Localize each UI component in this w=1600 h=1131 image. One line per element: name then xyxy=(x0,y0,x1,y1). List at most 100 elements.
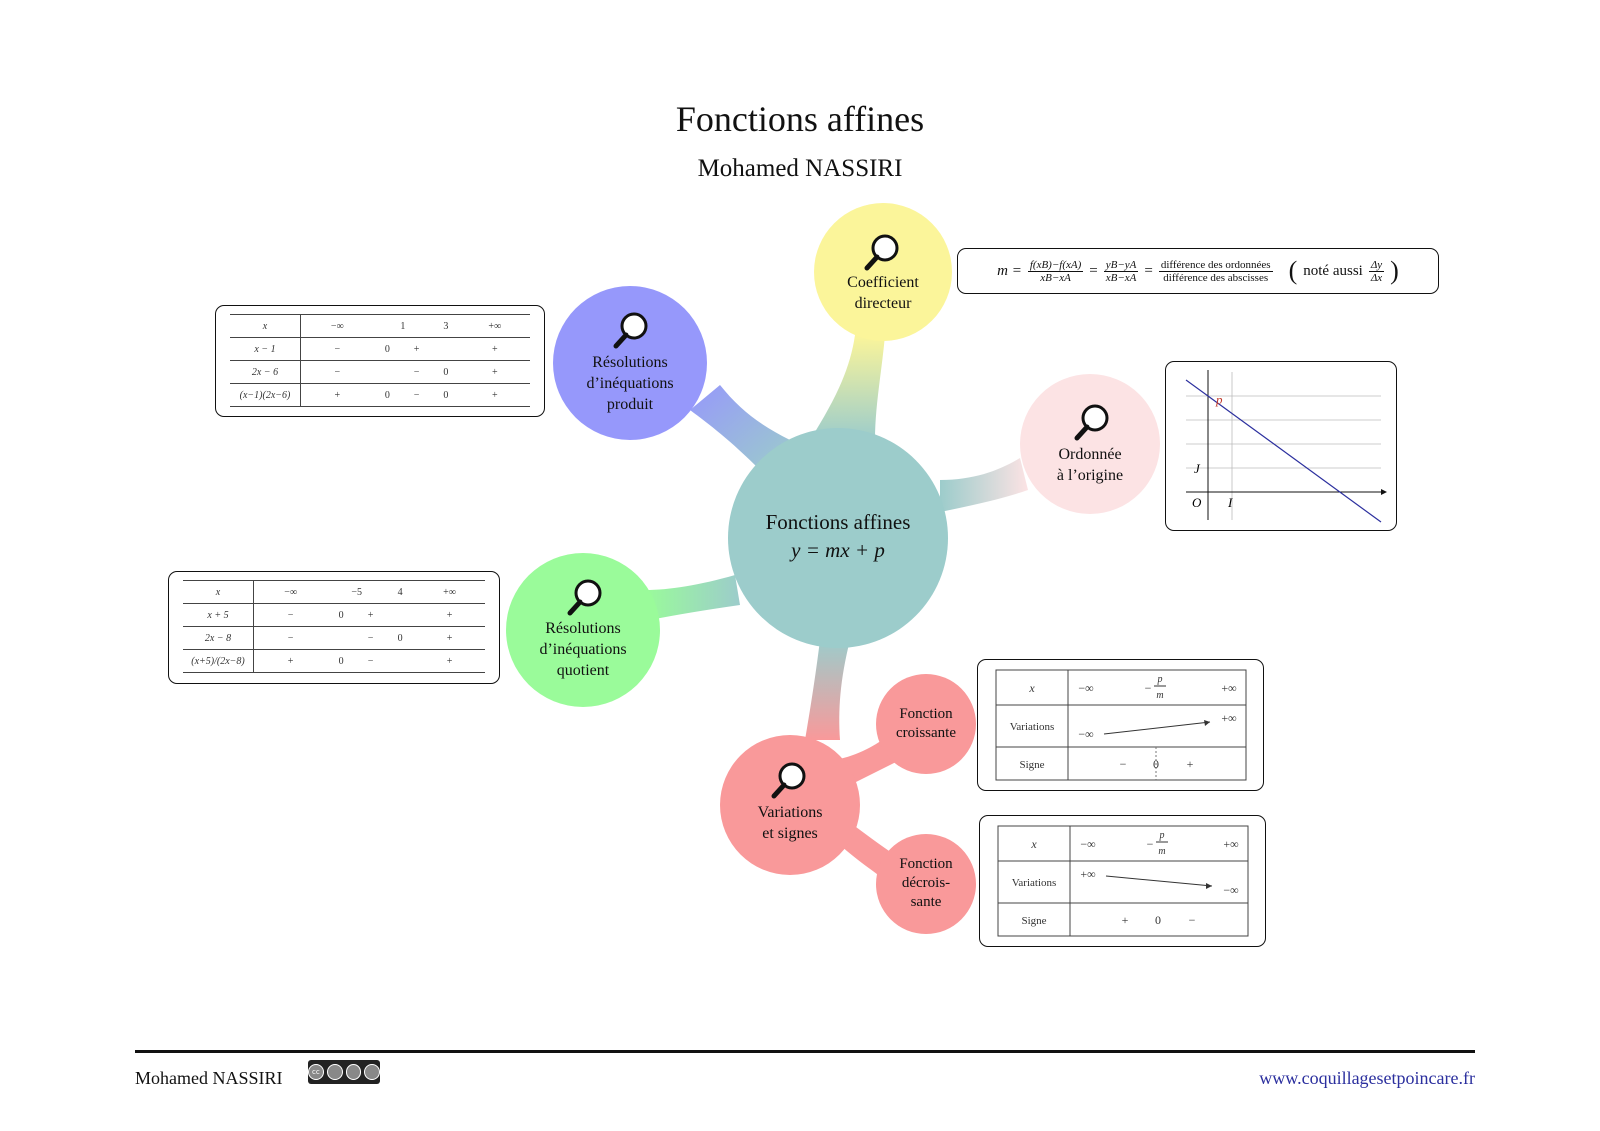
footer-url-link[interactable]: www.coquillagesetpoincare.fr xyxy=(1259,1068,1475,1088)
label-decroissante: Fonction décrois- sante xyxy=(876,855,976,912)
table-cell: (x−1)(2x−6) xyxy=(230,383,301,407)
page-author: Mohamed NASSIRI xyxy=(697,155,903,182)
node-center[interactable] xyxy=(728,428,948,648)
cell-sign-2: − xyxy=(1189,913,1196,927)
graph-box: p J O I xyxy=(1165,361,1397,531)
table-header-cell: +∞ xyxy=(459,314,530,338)
connector-coefficient xyxy=(810,335,885,440)
table-header-cell: 4 xyxy=(386,580,415,604)
table-cell: − xyxy=(354,626,387,650)
cell-root-den: m xyxy=(1156,690,1163,701)
label-quotient: Résolutions d’inéquations quotient xyxy=(513,618,653,681)
table-cell: 2x − 8 xyxy=(183,626,254,650)
cell-root-sign: − xyxy=(1145,681,1152,695)
fraction: f(xB)−f(xA)xB−xA xyxy=(1027,258,1084,284)
cell-var-start: −∞ xyxy=(1078,727,1093,741)
node-produit[interactable] xyxy=(553,286,707,440)
table-cell: 0 xyxy=(327,649,355,673)
table-header-cell: −∞ xyxy=(300,314,374,338)
table-header-cell: x xyxy=(183,580,254,604)
table-row: x − 1−0++ xyxy=(230,337,530,361)
cell-x: x xyxy=(1028,681,1035,695)
connector-origine xyxy=(940,458,1028,512)
connector-produit xyxy=(690,385,790,470)
table-cell: 0 xyxy=(373,337,402,361)
label-line: sante xyxy=(910,894,942,910)
variation-table-decroissante: x −∞ − p m +∞ Variations +∞ −∞ Signe + 0… xyxy=(997,825,1249,937)
denominator: différence des abscisses xyxy=(1163,271,1269,284)
paren-close: ) xyxy=(1390,256,1399,285)
footer-rule xyxy=(135,1050,1475,1053)
numerator: f(xB)−f(xA) xyxy=(1027,258,1084,272)
table-cell: − xyxy=(401,383,433,407)
table-cell: 0 xyxy=(327,603,355,627)
node-decroissante[interactable] xyxy=(876,834,976,934)
label-variations: Variations et signes xyxy=(725,802,855,844)
label-line: d’inéquations xyxy=(586,375,674,392)
table-cell: + xyxy=(414,603,485,627)
node-variations[interactable] xyxy=(720,735,860,875)
numerator: Δy xyxy=(1368,258,1385,272)
i-label: I xyxy=(1227,495,1233,510)
table-cell xyxy=(373,360,402,384)
j-label: J xyxy=(1194,461,1201,476)
table-cell: − xyxy=(354,649,387,673)
table-cell: 2x − 6 xyxy=(230,360,301,384)
node-origine[interactable] xyxy=(1020,374,1160,514)
cc-license-badge[interactable]: cc xyxy=(308,1060,380,1084)
label-line: Variations xyxy=(757,804,823,821)
cell-plus-inf: +∞ xyxy=(1223,837,1238,851)
label-croissante: Fonction croissante xyxy=(876,705,976,743)
node-croissante[interactable] xyxy=(876,674,976,774)
table-croissante-box: x −∞ − p m +∞ Variations −∞ +∞ Signe − 0… xyxy=(977,659,1264,791)
table-cell: − xyxy=(253,626,328,650)
label-line: Coefficient xyxy=(847,274,919,291)
table-row: 2x − 8−−0+ xyxy=(183,626,485,650)
denominator: xB−xA xyxy=(1105,271,1137,284)
node-quotient[interactable] xyxy=(506,553,660,707)
equals-sign: = xyxy=(1144,262,1153,279)
center-equation: y = mx + p xyxy=(791,538,885,562)
cell-x: x xyxy=(1030,837,1037,851)
cell-root-den: m xyxy=(1158,846,1165,857)
center-label: Fonctions affines y = mx + p xyxy=(738,508,938,564)
cell-zero: 0 xyxy=(1155,913,1161,927)
label-coefficient: Coefficient directeur xyxy=(818,272,948,314)
label-line: Résolutions xyxy=(592,354,668,371)
label-produit: Résolutions d’inéquations produit xyxy=(560,352,700,415)
table-cell: x − 1 xyxy=(230,337,301,361)
table-decroissante-box: x −∞ − p m +∞ Variations +∞ −∞ Signe + 0… xyxy=(979,815,1266,947)
table-cell xyxy=(386,649,415,673)
sa-icon xyxy=(364,1064,380,1080)
table-cell: + xyxy=(414,649,485,673)
table-cell xyxy=(386,603,415,627)
table-cell: − xyxy=(401,360,433,384)
denominator: Δx xyxy=(1370,271,1383,284)
label-line: décrois- xyxy=(901,875,951,891)
table-cell: − xyxy=(300,337,374,361)
table-cell: (x+5)/(2x−8) xyxy=(183,649,254,673)
table-cell: + xyxy=(253,649,328,673)
cell-signe: Signe xyxy=(1021,915,1046,927)
cell-root-num: p xyxy=(1159,830,1165,841)
label-line: croissante xyxy=(896,725,956,741)
table-cell: − xyxy=(253,603,328,627)
node-coefficient[interactable] xyxy=(814,203,952,341)
label-line: Ordonnée xyxy=(1058,446,1122,463)
table-cell: + xyxy=(401,337,433,361)
cc-icon: cc xyxy=(308,1064,324,1080)
table-header-cell: 1 xyxy=(373,314,433,338)
table-cell: 0 xyxy=(386,626,415,650)
cell-plus-inf: +∞ xyxy=(1221,681,1236,695)
by-icon xyxy=(326,1064,343,1080)
table-cell: + xyxy=(459,383,530,407)
magnifier-icon xyxy=(1074,404,1109,441)
